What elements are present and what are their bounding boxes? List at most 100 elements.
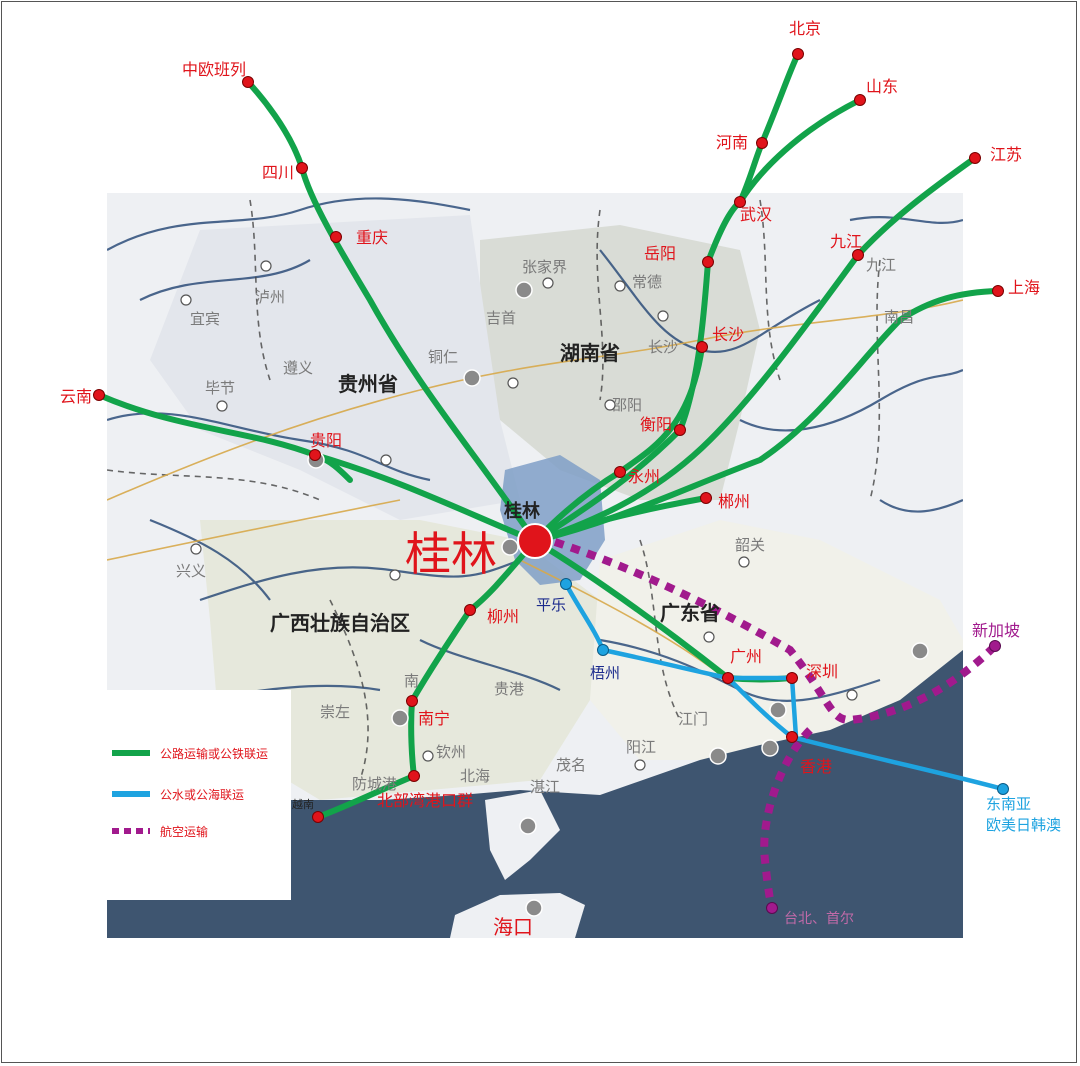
place-qinzhou: 钦州 xyxy=(436,743,466,761)
airport-icon xyxy=(769,701,787,719)
label-chongqing: 重庆 xyxy=(356,228,388,247)
route-china-europe xyxy=(245,79,538,544)
place-zunyi: 遵义 xyxy=(283,359,313,377)
airport-icon xyxy=(391,709,409,727)
town-marker xyxy=(634,759,646,771)
label-vietnam: 越南 xyxy=(292,797,314,811)
place-luzhou: 泸州 xyxy=(255,288,285,306)
city-marker-henan xyxy=(756,137,768,149)
city-marker-pingle xyxy=(560,578,572,590)
place-jiangmen: 江门 xyxy=(678,710,708,728)
province-label-guangxi: 广西壮族自治区 xyxy=(270,611,410,635)
town-marker xyxy=(738,556,750,568)
place-fangcheng: 防城港 xyxy=(352,775,397,793)
place-changsha-bg: 长沙 xyxy=(648,338,678,356)
airport-icon xyxy=(525,899,543,917)
city-marker-guangzhou xyxy=(722,672,734,684)
route-jiangsu xyxy=(532,155,978,544)
city-marker-singapore xyxy=(989,640,1001,652)
city-marker-sea-export xyxy=(997,783,1009,795)
airport-icon xyxy=(463,369,481,387)
label-china-europe: 中欧班列 xyxy=(182,60,246,79)
label-singapore: 新加坡 xyxy=(972,621,1020,640)
city-marker-shenzhen xyxy=(786,672,798,684)
town-marker xyxy=(507,377,519,389)
label-sea-export-line1: 东南亚 xyxy=(986,795,1031,813)
label-guiyang: 贵阳 xyxy=(310,431,342,450)
place-xingyi: 兴义 xyxy=(176,562,206,580)
province-label-guizhou: 贵州省 xyxy=(338,372,398,396)
place-jishou: 吉首 xyxy=(486,309,516,327)
town-marker xyxy=(380,454,392,466)
route-shanghai xyxy=(532,288,1001,544)
label-taipei-seoul: 台北、首尔 xyxy=(784,911,854,927)
place-zhangjiajie: 张家界 xyxy=(522,258,567,276)
legend-road-label: 公路运输或公铁联运 xyxy=(160,746,268,761)
city-marker-hongkong xyxy=(786,731,798,743)
airport-icon xyxy=(911,642,929,660)
label-yunnan: 云南 xyxy=(60,387,92,406)
place-tongren: 铜仁 xyxy=(428,348,458,366)
hainan-island xyxy=(450,893,585,938)
airport-icon xyxy=(519,817,537,835)
city-marker-chongqing xyxy=(330,231,342,243)
city-marker-sichuan xyxy=(296,162,308,174)
city-marker-shandong xyxy=(854,94,866,106)
label-sichuan: 四川 xyxy=(262,163,294,182)
airport-icon xyxy=(761,739,779,757)
label-yongzhou: 永州 xyxy=(628,467,660,486)
label-shandong: 山东 xyxy=(866,77,898,96)
label-wuhan: 武汉 xyxy=(740,205,772,224)
place-yangjiang: 阳江 xyxy=(626,738,656,756)
airport-icon xyxy=(709,747,727,765)
label-beibu: 北部湾港口群 xyxy=(377,791,473,810)
place-guigang: 贵港 xyxy=(494,680,524,698)
place-nan: 南 xyxy=(404,672,419,690)
label-liuzhou: 柳州 xyxy=(487,607,519,626)
city-marker-wuzhou xyxy=(597,644,609,656)
town-marker xyxy=(542,277,554,289)
label-changsha: 长沙 xyxy=(712,325,744,344)
city-marker-taipei-seoul xyxy=(766,902,778,914)
route-guangzhou-hongkong xyxy=(725,675,795,740)
label-henan: 河南 xyxy=(716,133,748,152)
town-marker xyxy=(260,260,272,272)
city-marker-changsha xyxy=(696,341,708,353)
route-pingle xyxy=(563,581,606,653)
place-jiujiang-bg: 九江 xyxy=(866,256,896,274)
city-marker-guiyang xyxy=(309,449,321,461)
label-pingle: 平乐 xyxy=(536,596,566,614)
label-sea-export-line2: 欧美日韩澳 xyxy=(986,816,1061,834)
route-air-taipei xyxy=(760,727,813,909)
city-marker-yongzhou xyxy=(614,466,626,478)
route-changsha xyxy=(617,344,705,475)
place-nanchang: 南昌 xyxy=(884,308,914,326)
city-marker-jiujiang xyxy=(852,249,864,261)
place-shaoguan: 韶关 xyxy=(735,536,765,554)
town-marker xyxy=(614,280,626,292)
label-hongkong: 香港 xyxy=(800,757,832,776)
city-marker-china-europe xyxy=(242,76,254,88)
label-shanghai: 上海 xyxy=(1008,278,1040,297)
route-air-singapore xyxy=(553,538,998,725)
label-guangzhou: 广州 xyxy=(730,647,762,666)
city-marker-nanning xyxy=(406,695,418,707)
legend-air-label: 航空运输 xyxy=(160,824,208,839)
town-marker xyxy=(657,310,669,322)
hunan-region xyxy=(480,225,760,500)
label-jiujiang: 九江 xyxy=(830,232,862,251)
legend-water-label: 公水或公海联运 xyxy=(160,787,244,802)
label-yueyang: 岳阳 xyxy=(644,244,676,263)
province-label-hunan: 湖南省 xyxy=(560,341,620,365)
place-bijie: 毕节 xyxy=(205,379,235,397)
airport-icon xyxy=(501,538,519,556)
city-marker-vietnam xyxy=(312,811,324,823)
town-marker xyxy=(846,689,858,701)
hub-marker xyxy=(517,523,553,559)
city-marker-shanghai xyxy=(992,285,1004,297)
city-marker-beibu xyxy=(408,770,420,782)
place-chongzuo: 崇左 xyxy=(320,703,350,721)
town-marker xyxy=(190,543,202,555)
